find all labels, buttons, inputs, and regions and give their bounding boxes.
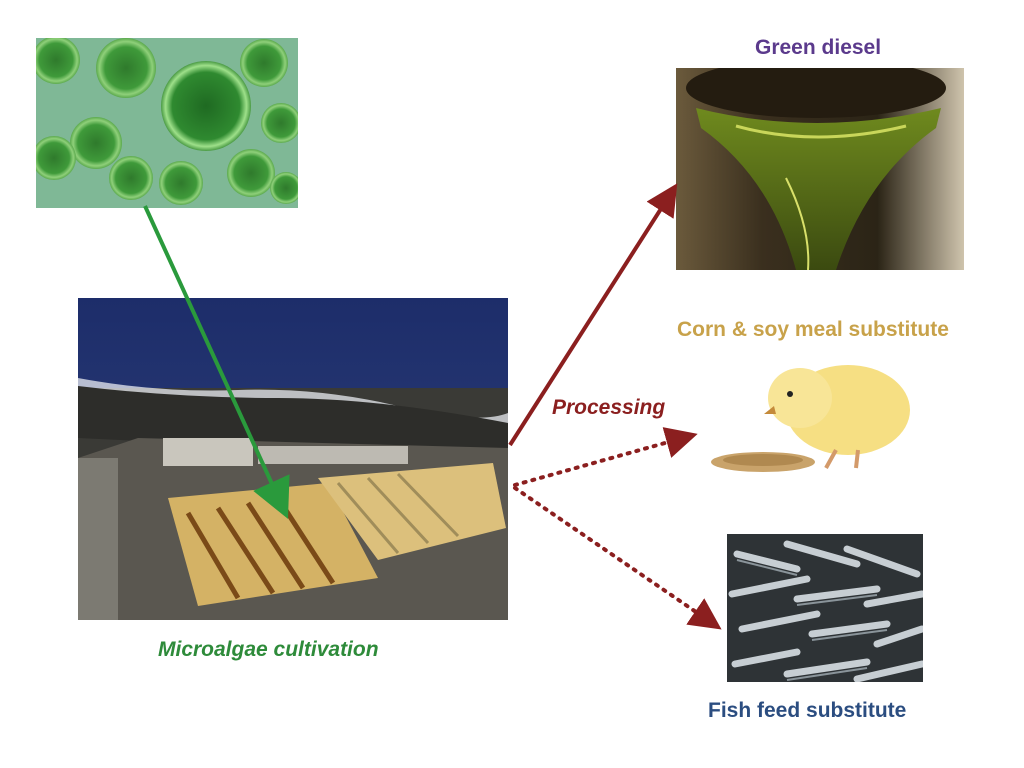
processing-label: Processing: [552, 396, 666, 419]
corn-soy-label: Corn & soy meal substitute: [677, 318, 949, 341]
green-diesel-image: [676, 68, 964, 270]
green-diesel-label: Green diesel: [755, 36, 882, 59]
arrow-to-corn-soy: [513, 427, 698, 487]
chick-corn-image: [708, 350, 918, 478]
fish-feed-image: [727, 534, 923, 682]
microalgae-farm-aerial-image: [78, 298, 508, 620]
microalgae-cultivation-label: Microalgae cultivation: [158, 638, 379, 661]
fish-feed-label: Fish feed substitute: [708, 699, 907, 722]
arrow-to-fish-feed: [513, 486, 722, 630]
microalgae-cells-image: [36, 38, 298, 208]
